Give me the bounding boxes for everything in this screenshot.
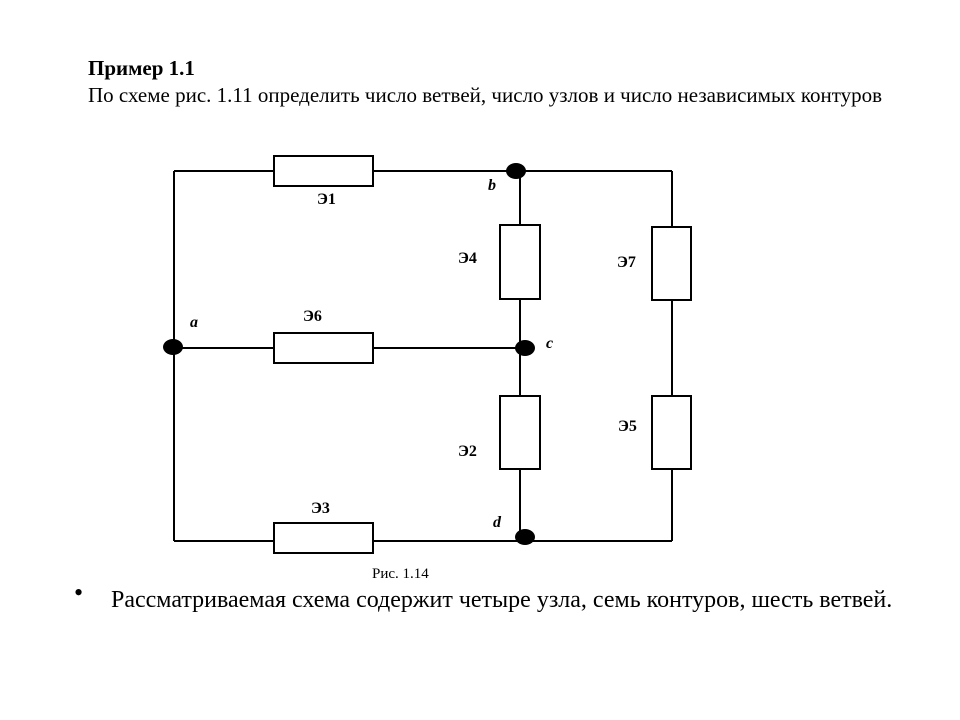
figure-caption: Рис. 1.14	[372, 566, 429, 582]
element-e3-resistor	[273, 522, 374, 554]
label-e2: Э2	[458, 443, 477, 460]
label-e3: Э3	[311, 500, 330, 517]
task-text-content: По схеме рис. 1.11 определить число ветв…	[88, 83, 883, 107]
label-e7: Э7	[617, 254, 636, 271]
bullet-point-icon: •	[74, 578, 84, 607]
wires	[173, 170, 673, 542]
label-e6: Э6	[303, 308, 322, 325]
label-node-b: b	[488, 177, 496, 194]
task-text: По схеме рис. 1.11 определить число ветв…	[50, 84, 910, 107]
element-e6-resistor	[273, 332, 374, 364]
element-e1-resistor	[273, 155, 374, 187]
node-a-dot	[163, 339, 183, 355]
label-e5: Э5	[618, 418, 637, 435]
node-c-dot	[515, 340, 535, 356]
example-heading: Пример 1.1	[88, 56, 195, 80]
label-node-a: a	[190, 314, 198, 331]
element-e2-resistor	[499, 395, 541, 470]
label-e1: Э1	[317, 191, 336, 208]
label-node-d: d	[493, 514, 502, 531]
node-b-dot	[506, 163, 526, 179]
element-e5-resistor	[651, 395, 692, 470]
label-node-c: c	[546, 335, 553, 352]
element-e4-resistor	[499, 224, 541, 300]
bullet-text: Рассматриваемая схема содержит четыре уз…	[111, 587, 893, 613]
node-d-dot	[515, 529, 535, 545]
label-e4: Э4	[458, 250, 477, 267]
element-e7-resistor	[651, 226, 692, 301]
